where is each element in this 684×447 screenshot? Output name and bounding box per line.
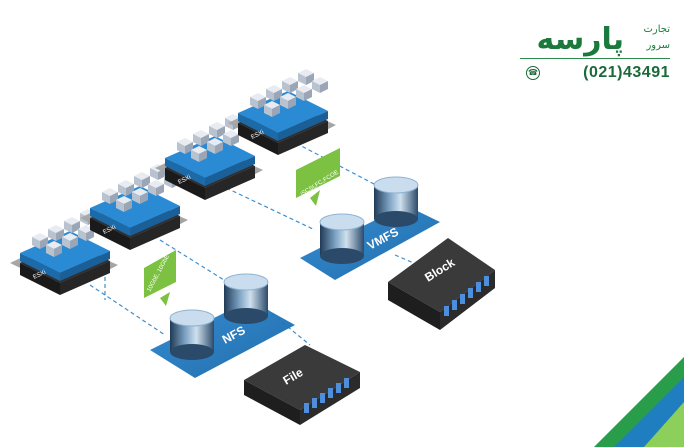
phone-number[interactable]: (021)43491 (583, 64, 670, 81)
vmfs-protocol-tag: iSCSI,FC,FCOE (296, 148, 340, 206)
corner-decoration (594, 357, 684, 447)
file-storage-array: File (244, 345, 360, 425)
nfs-protocol-tag: 10GbE, 10GbE (144, 250, 176, 306)
block-storage-array: Block (388, 238, 495, 330)
company-logo: پارسه تجارت سرور ☎ (021)43491 (520, 18, 670, 88)
brand-tagline-bottom: سرور (646, 40, 670, 51)
esxi-label: ESXi (102, 225, 117, 236)
nfs-database-2 (223, 273, 269, 324)
logo-divider (520, 58, 670, 59)
esxi-label: ESXi (32, 270, 47, 281)
vmfs-database-1 (319, 213, 365, 264)
esxi-host: ESXi (10, 209, 118, 295)
esxi-host: ESXi (228, 69, 336, 155)
esxi-host: ESXi (80, 164, 188, 250)
brand-tagline-top: تجارت (643, 24, 670, 35)
esxi-label: ESXi (177, 175, 192, 186)
nfs-database-1 (169, 309, 215, 360)
vmfs-database-2 (373, 176, 419, 227)
brand-name: پارسه (536, 22, 625, 57)
phone-icon: ☎ (526, 66, 540, 80)
esxi-label: ESXi (250, 130, 265, 141)
esxi-host: ESXi (155, 114, 263, 200)
